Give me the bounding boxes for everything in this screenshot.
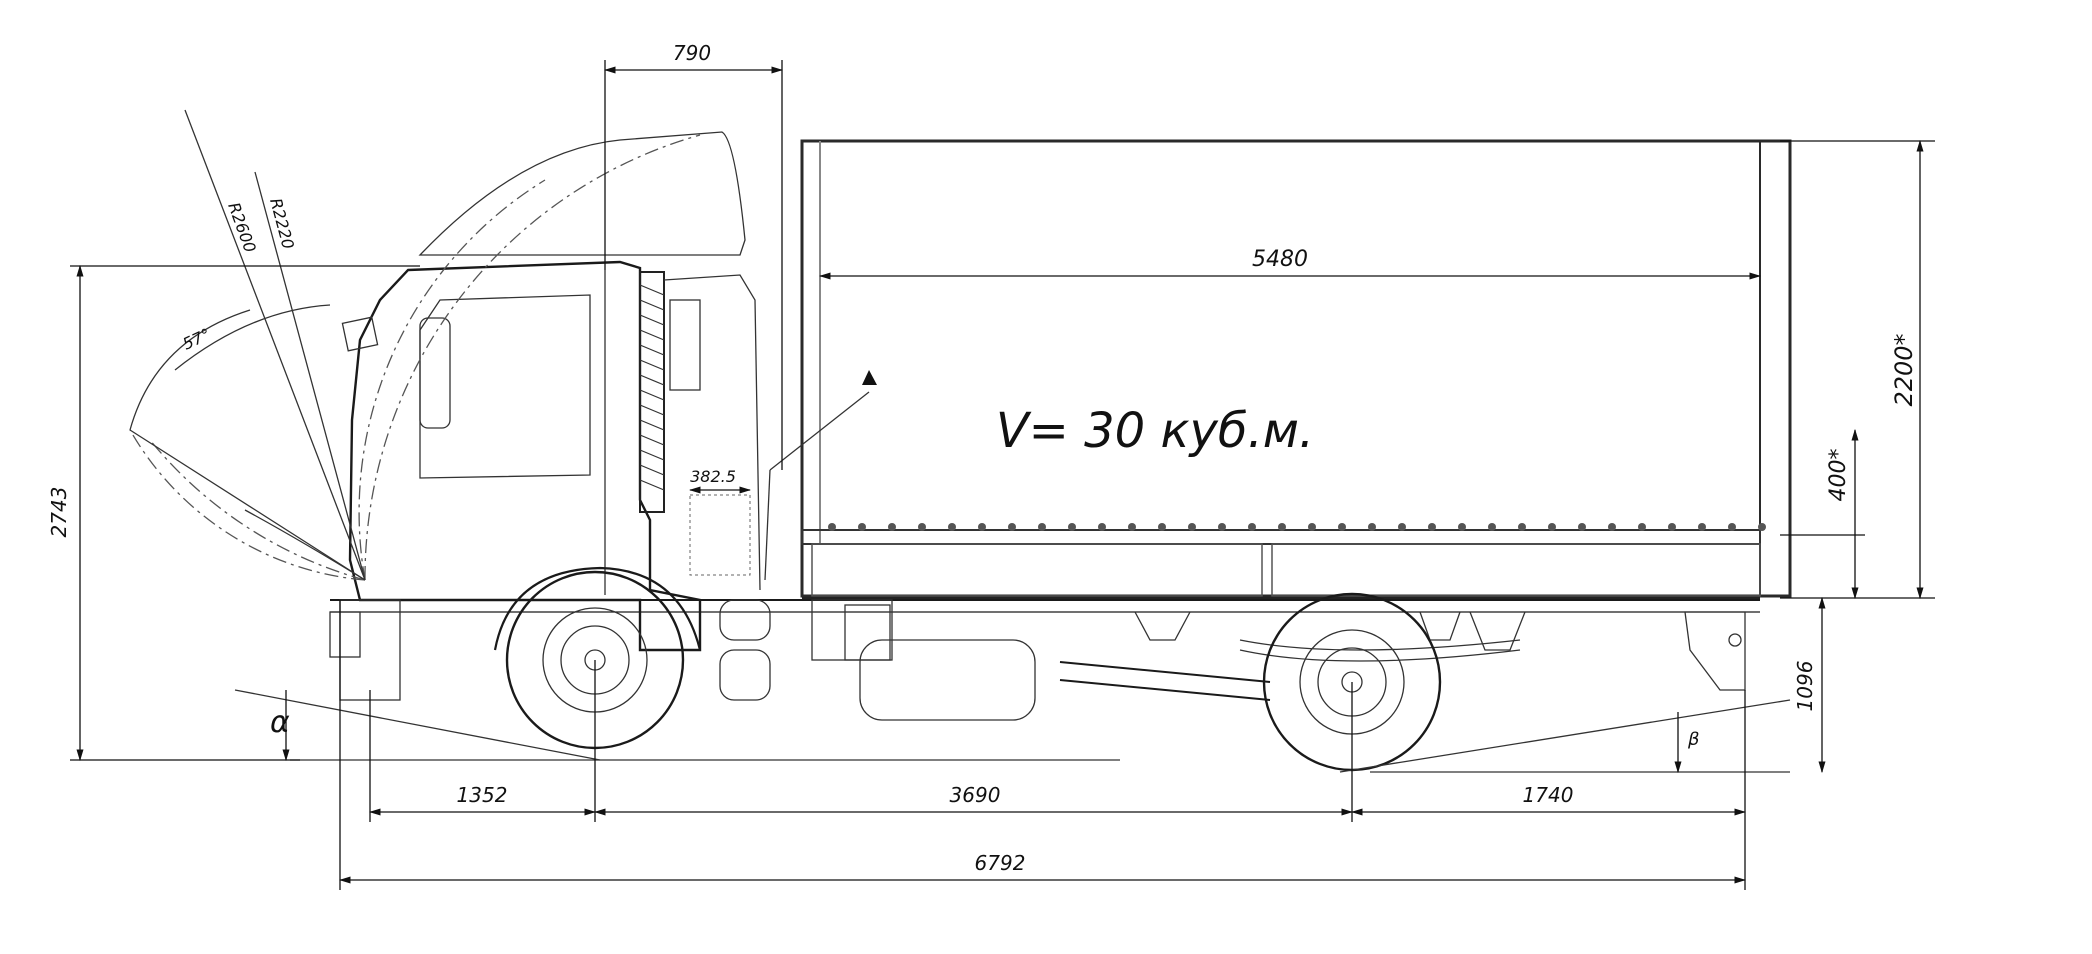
reference-triangle-icon	[862, 370, 877, 385]
chassis	[330, 599, 1760, 721]
dim-front-overhang: 1352	[457, 783, 508, 807]
dimension-lines	[70, 60, 1935, 890]
dim-rear-overhang: 1740	[1523, 783, 1574, 807]
cab-tilt-geometry	[129, 109, 701, 581]
body-rivets	[828, 523, 1766, 531]
dim-volume: V= 30 куб.м.	[996, 403, 1314, 459]
dim-floor-height: 1096	[1793, 661, 1817, 712]
fuel-tank	[859, 639, 1036, 721]
ground-lines	[234, 689, 1791, 773]
dim-body-length: 5480	[1252, 247, 1308, 272]
dim-tilt-angle: 57°	[180, 324, 214, 353]
air-intake	[639, 271, 665, 513]
departure-angle-label: β	[1687, 729, 1700, 750]
dim-overall-length: 6792	[975, 851, 1026, 875]
dim-body-height: 2200*	[1890, 333, 1918, 406]
dim-cab-height: 2743	[47, 487, 71, 538]
side-mirror	[419, 317, 451, 429]
dim-gap: 382.5	[690, 467, 736, 486]
approach-angle-label: α	[270, 705, 290, 740]
dim-tilt-radius-inner: R2220	[266, 196, 298, 251]
dim-wheelbase: 3690	[950, 783, 1001, 807]
dim-cab-depth: 790	[673, 41, 711, 65]
cab	[329, 131, 771, 701]
cargo-body	[800, 139, 1792, 600]
dim-side-board: 400*	[1826, 449, 1851, 502]
